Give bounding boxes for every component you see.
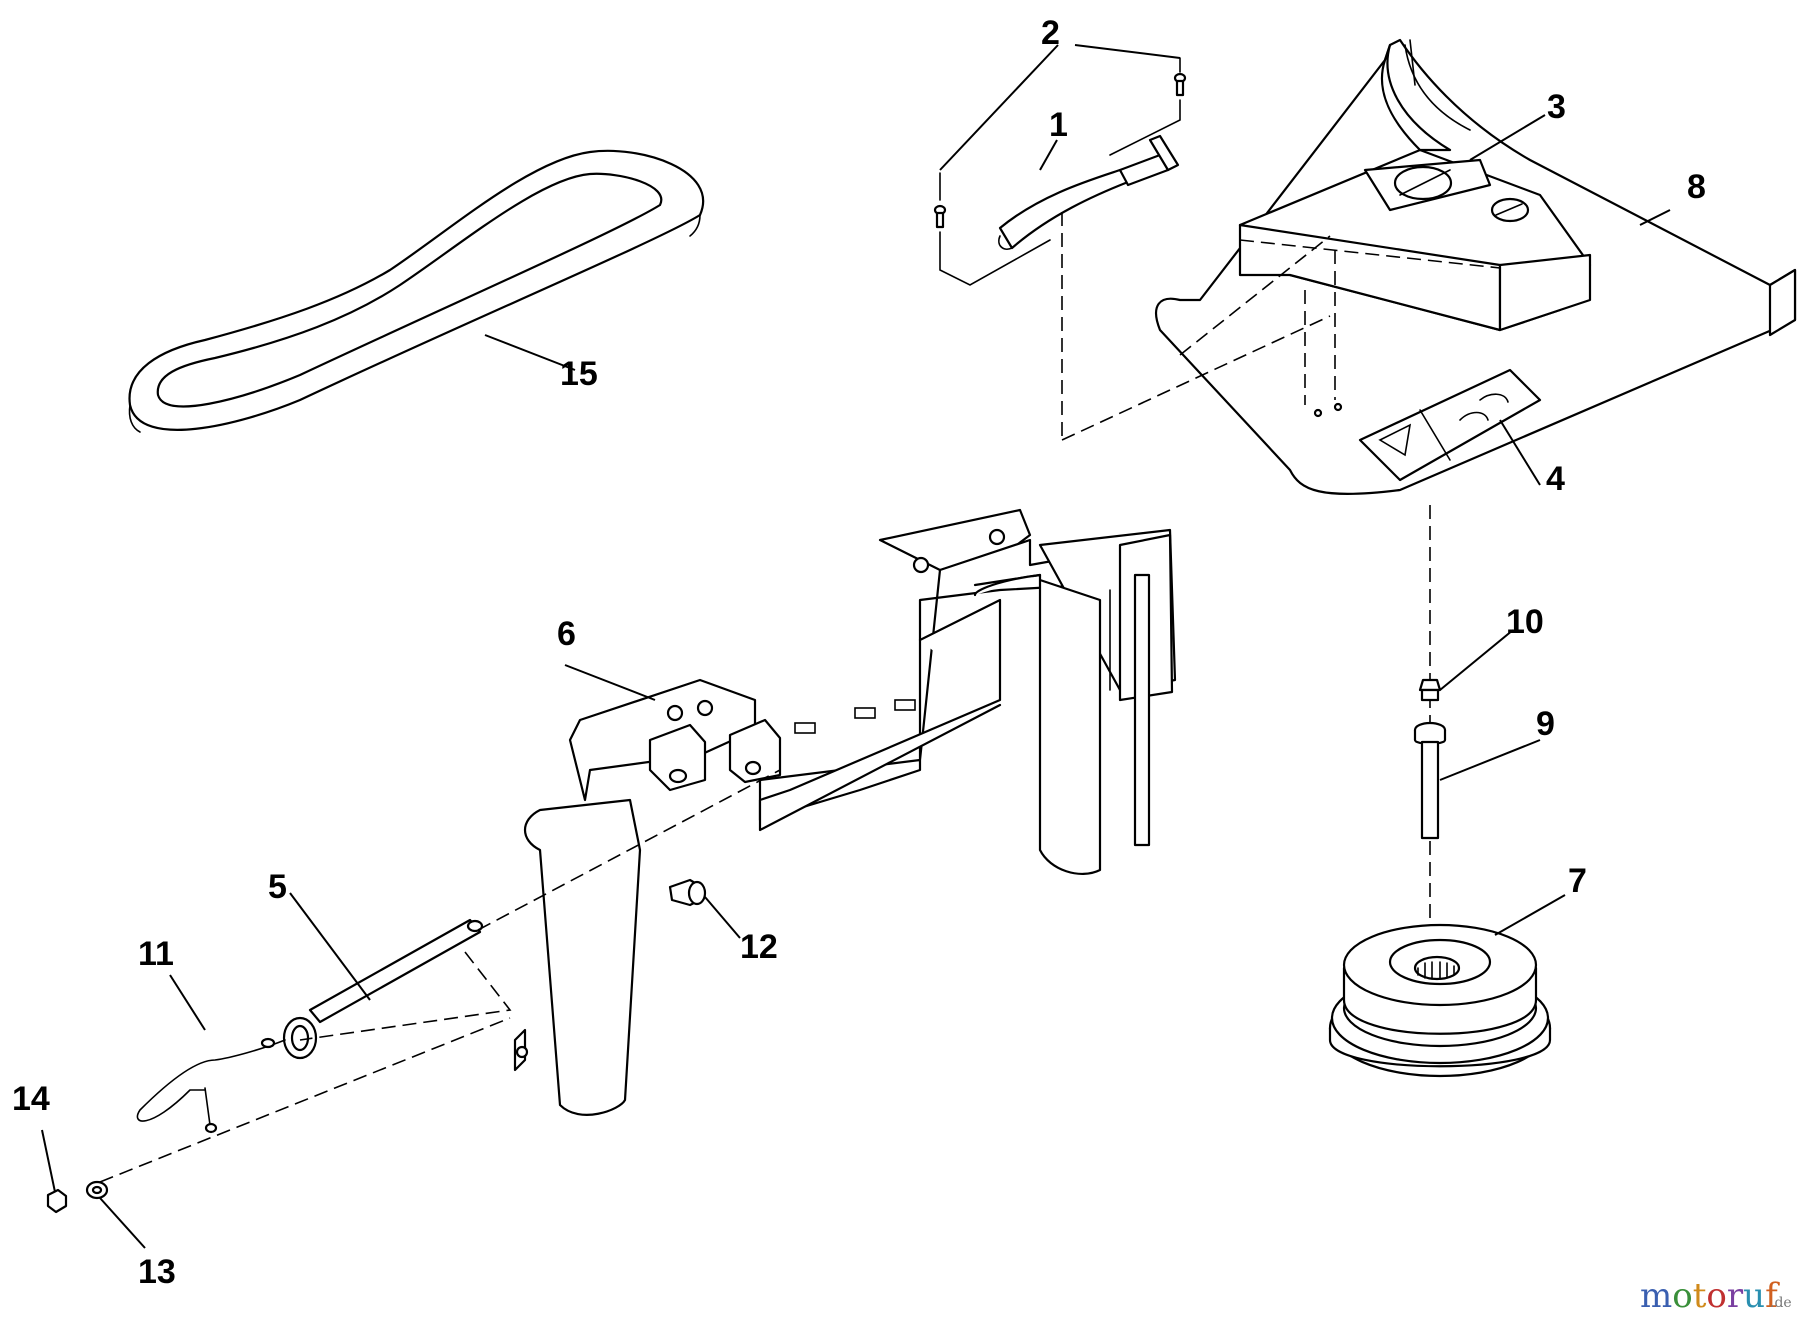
rivet-guide-left <box>939 231 1051 286</box>
callout-8: 8 <box>1687 168 1706 206</box>
lanyard-cable <box>136 1037 286 1134</box>
callout-2: 2 <box>1041 14 1060 52</box>
pin-guide-line <box>477 769 781 931</box>
callout-14: 14 <box>12 1080 50 1118</box>
washer-guide-line <box>99 1017 511 1183</box>
callout-7: 7 <box>1568 862 1587 900</box>
drive-belt <box>128 149 704 433</box>
watermark-letter-5: u <box>1743 1276 1765 1316</box>
callout-10: 10 <box>1506 603 1544 641</box>
callout-13: 13 <box>138 1253 176 1291</box>
watermark-letter-0: m <box>1640 1276 1672 1316</box>
watermark-letter-4: r <box>1727 1276 1744 1316</box>
callout-3: 3 <box>1547 88 1566 126</box>
watermark-letter-2: t <box>1693 1276 1707 1316</box>
callout-4: 4 <box>1546 460 1565 498</box>
rivet-right <box>1173 57 1187 97</box>
idler-bracket <box>513 508 1177 1116</box>
washer <box>85 1180 109 1200</box>
rivet-left <box>933 172 947 229</box>
clevis-pin <box>282 918 484 1060</box>
leader-lines <box>41 44 1671 1249</box>
watermark-letter-3: o <box>1706 1276 1726 1316</box>
callouts: 1 2 3 4 5 6 7 8 9 10 11 12 13 14 15 <box>12 14 1706 1291</box>
cover-guide-line <box>1061 315 1331 441</box>
watermark-letter-1: o <box>1672 1276 1692 1316</box>
bracket-bolt <box>668 878 707 907</box>
callout-1: 1 <box>1049 106 1068 144</box>
callout-6: 6 <box>557 615 576 653</box>
callout-12: 12 <box>740 928 778 966</box>
motoruf-watermark: motoruf .de <box>1640 1276 1792 1316</box>
rivet-guide-right <box>1109 99 1181 156</box>
watermark-suffix: .de <box>1770 1295 1792 1311</box>
cover-decal <box>1363 158 1530 223</box>
warning-decal <box>1358 368 1542 482</box>
callout-9: 9 <box>1536 705 1555 743</box>
pin-offset-line <box>299 951 512 1041</box>
svg-text:motoruf: motoruf <box>1640 1276 1780 1316</box>
latch <box>998 134 1180 250</box>
nut <box>46 1188 68 1214</box>
grease-fitting <box>1418 678 1442 702</box>
callout-11: 11 <box>138 935 174 973</box>
watermark-letter-6: f <box>1765 1276 1780 1316</box>
pulley-cover <box>1154 38 1797 496</box>
callout-5: 5 <box>268 868 287 906</box>
spindle-bolt <box>1413 721 1447 840</box>
callout-15: 15 <box>560 355 598 393</box>
pulley <box>1328 923 1552 1078</box>
